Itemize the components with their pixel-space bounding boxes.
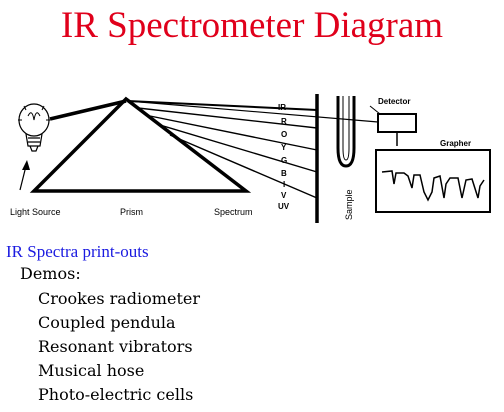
band-i: I xyxy=(283,180,285,189)
band-ir: IR xyxy=(278,103,286,112)
dispersed-rays xyxy=(127,100,379,199)
arrow-icon xyxy=(19,160,30,191)
detector-label: Detector xyxy=(378,97,410,106)
detector-box xyxy=(377,113,417,133)
prism-label: Prism xyxy=(120,207,143,217)
prism xyxy=(29,96,252,193)
page-title: IR Spectrometer Diagram xyxy=(60,5,444,46)
demos-list: Crookes radiometer Coupled pendula Reson… xyxy=(38,287,200,407)
spectrometer-diagram: IR R O Y G B I V UV Sample Detector Grap… xyxy=(10,94,491,223)
list-item: Coupled pendula xyxy=(38,313,176,332)
sample-tube xyxy=(336,96,356,168)
incoming-beam xyxy=(49,99,127,121)
band-v: V xyxy=(281,191,287,200)
grapher-trace xyxy=(381,170,485,202)
sample-label: Sample xyxy=(344,189,354,220)
band-r: R xyxy=(281,117,287,126)
list-item: Musical hose xyxy=(38,361,145,380)
list-item: Resonant vibrators xyxy=(38,337,193,356)
band-g: G xyxy=(281,156,287,165)
spectra-printouts-link[interactable]: IR Spectra print-outs xyxy=(6,242,149,261)
list-item: Crookes radiometer xyxy=(38,289,200,308)
lightbulb-icon xyxy=(18,103,50,152)
list-item: Photo-electric cells xyxy=(38,385,194,404)
light-source-label: Light Source xyxy=(10,207,61,217)
demos-heading: Demos: xyxy=(20,264,81,283)
band-y: Y xyxy=(281,143,287,152)
band-uv: UV xyxy=(278,202,290,211)
spectrum-label: Spectrum xyxy=(214,207,253,217)
grapher-label: Grapher xyxy=(440,139,471,148)
band-o: O xyxy=(281,130,287,139)
band-b: B xyxy=(281,169,287,178)
